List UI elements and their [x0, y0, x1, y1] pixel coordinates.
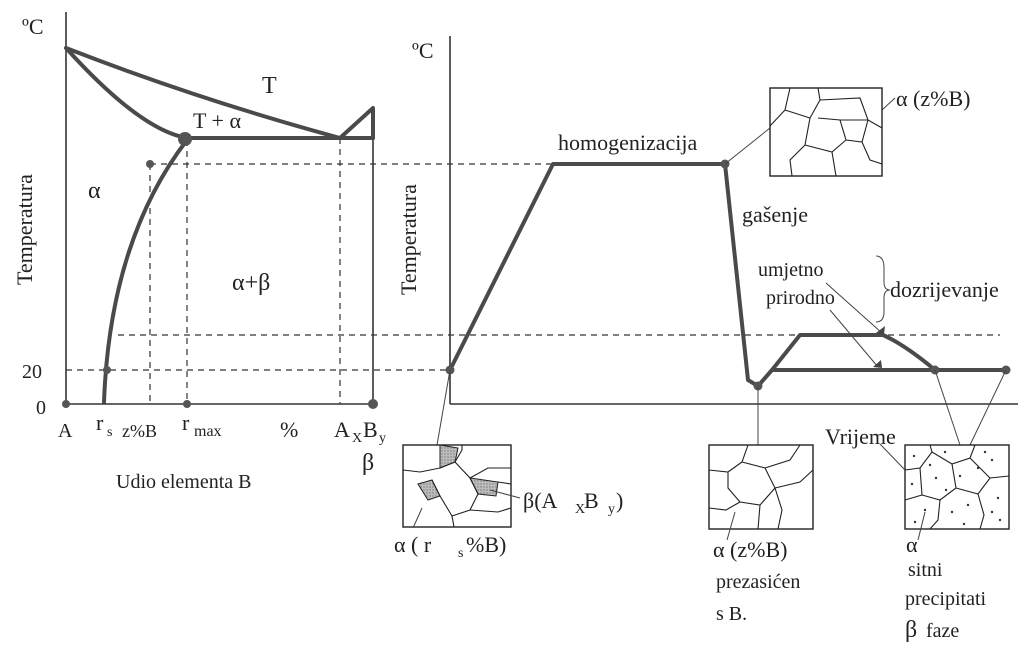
- max-solubility-point: [178, 132, 192, 146]
- tick-z: z%B: [122, 421, 157, 441]
- micro-quench-box: [708, 444, 814, 530]
- region-t: T: [262, 73, 277, 99]
- solidus-curve: [64, 46, 189, 140]
- micro-aged-beta: β: [905, 617, 917, 643]
- heat-treatment-cycle: ºC Temperatura Vrijeme homogenizacija ga…: [396, 36, 1018, 449]
- micro-start-beta-y: y: [608, 502, 615, 517]
- micro-top-label-leader: [881, 97, 896, 111]
- tick-rs: r: [96, 410, 104, 435]
- z-point: [146, 160, 154, 168]
- phase-y-label: Temperatura: [12, 174, 37, 285]
- tick-beta: β: [362, 450, 374, 476]
- tick-axby-a: A: [334, 417, 350, 442]
- region-alpha: α: [88, 178, 101, 204]
- cycle-y-label: Temperatura: [396, 184, 421, 295]
- micro-aged-box: [904, 444, 1010, 530]
- tick-axby-b: B: [363, 417, 378, 442]
- tick-axby-y: y: [379, 431, 386, 446]
- liquidus-curve: [64, 46, 342, 140]
- micro-quench-line1: α (z%B): [713, 537, 787, 562]
- micro-start-beta-leader: [489, 489, 521, 499]
- region-alpha-beta: α+β: [232, 270, 270, 296]
- tick-axby-x: X: [352, 431, 362, 446]
- micro-aged-leader-1: [934, 369, 961, 446]
- micro-aged-grains: [904, 444, 1010, 530]
- micro-top-label: α (z%B): [896, 86, 970, 111]
- micro-aged-leader-2: [969, 369, 1007, 446]
- micro-quench-alpha-leader: [726, 511, 736, 541]
- phase-diagram: ºC Temperatura 20 0 A r s z%B r max % A …: [12, 12, 1000, 493]
- solvus-20c-point: [103, 366, 111, 374]
- tick-percent: %: [280, 417, 298, 442]
- tick-20: 20: [22, 361, 42, 383]
- micro-start: α ( r s %B) β(A X B y ): [394, 369, 623, 561]
- tick-rs-sub: s: [107, 425, 112, 440]
- micro-aged-line2: sitni: [908, 559, 943, 581]
- origin-point: [62, 400, 70, 408]
- tick-rmax-sub: max: [194, 423, 222, 440]
- artificial-arrow: [876, 326, 885, 334]
- micro-quench-line2: prezasićen: [716, 571, 800, 593]
- tick-rmax: r: [182, 410, 190, 435]
- aging-brace: [875, 255, 891, 323]
- vrijeme-leader: [879, 443, 906, 471]
- tick-a: A: [58, 420, 73, 442]
- aging-label: dozrijevanje: [890, 277, 999, 302]
- micro-top-leader: [724, 127, 771, 165]
- micro-start-beta-label: β(A: [523, 488, 558, 513]
- stage-quench: gašenje: [742, 202, 808, 227]
- artificial-leader: [825, 282, 883, 334]
- natural-leader: [829, 309, 879, 368]
- rmax-axis-point: [183, 400, 191, 408]
- compound-liquidus: [338, 106, 375, 140]
- cycle-curve: [448, 162, 1008, 388]
- micro-start-leader: [436, 369, 451, 446]
- micro-quench-line3: s B.: [716, 603, 747, 625]
- tick-0: 0: [36, 397, 46, 419]
- micro-start-beta-end: ): [616, 488, 623, 513]
- micro-quench-grains: [708, 444, 814, 530]
- region-t-alpha: T + α: [193, 108, 241, 133]
- micro-aged-alpha: α: [906, 532, 918, 557]
- micro-aged-precipitates: [910, 450, 1002, 526]
- micro-start-beta-x: X: [575, 502, 585, 517]
- solvus-curve: [102, 138, 189, 404]
- micro-start-grains: [402, 445, 512, 528]
- phase-y-unit: ºC: [22, 14, 44, 39]
- micro-aged-alpha-leader: [917, 511, 926, 541]
- natural-arrow: [873, 360, 882, 368]
- cycle-x-label: Vrijeme: [825, 424, 896, 449]
- axby-axis-point: [368, 399, 378, 409]
- micro-aged: α sitni precipitati β faze: [904, 369, 1010, 643]
- micro-top-grains: [769, 87, 883, 177]
- micro-homogenized: α (z%B): [724, 86, 970, 177]
- micro-start-alpha-label: α ( r: [394, 532, 432, 557]
- artificial-aging-curve: [770, 333, 937, 372]
- micro-start-beta-b: B: [584, 488, 599, 513]
- stage-homogenization: homogenizacija: [558, 130, 698, 155]
- cycle-y-unit: ºC: [412, 38, 434, 63]
- micro-aged-line3: precipitati: [905, 588, 987, 610]
- micro-quenched: α (z%B) prezasićen s B.: [708, 386, 814, 625]
- micro-top-box: [769, 87, 883, 177]
- micro-start-alpha-leader: [412, 507, 423, 529]
- aging-natural-label: prirodno: [766, 287, 835, 309]
- aging-artificial-label: umjetno: [758, 259, 824, 281]
- micro-start-alpha-tail: %B): [466, 532, 506, 557]
- micro-aged-line4: faze: [926, 620, 959, 642]
- phase-x-label: Udio elementa B: [116, 471, 252, 493]
- micro-start-alpha-sub: s: [458, 546, 463, 561]
